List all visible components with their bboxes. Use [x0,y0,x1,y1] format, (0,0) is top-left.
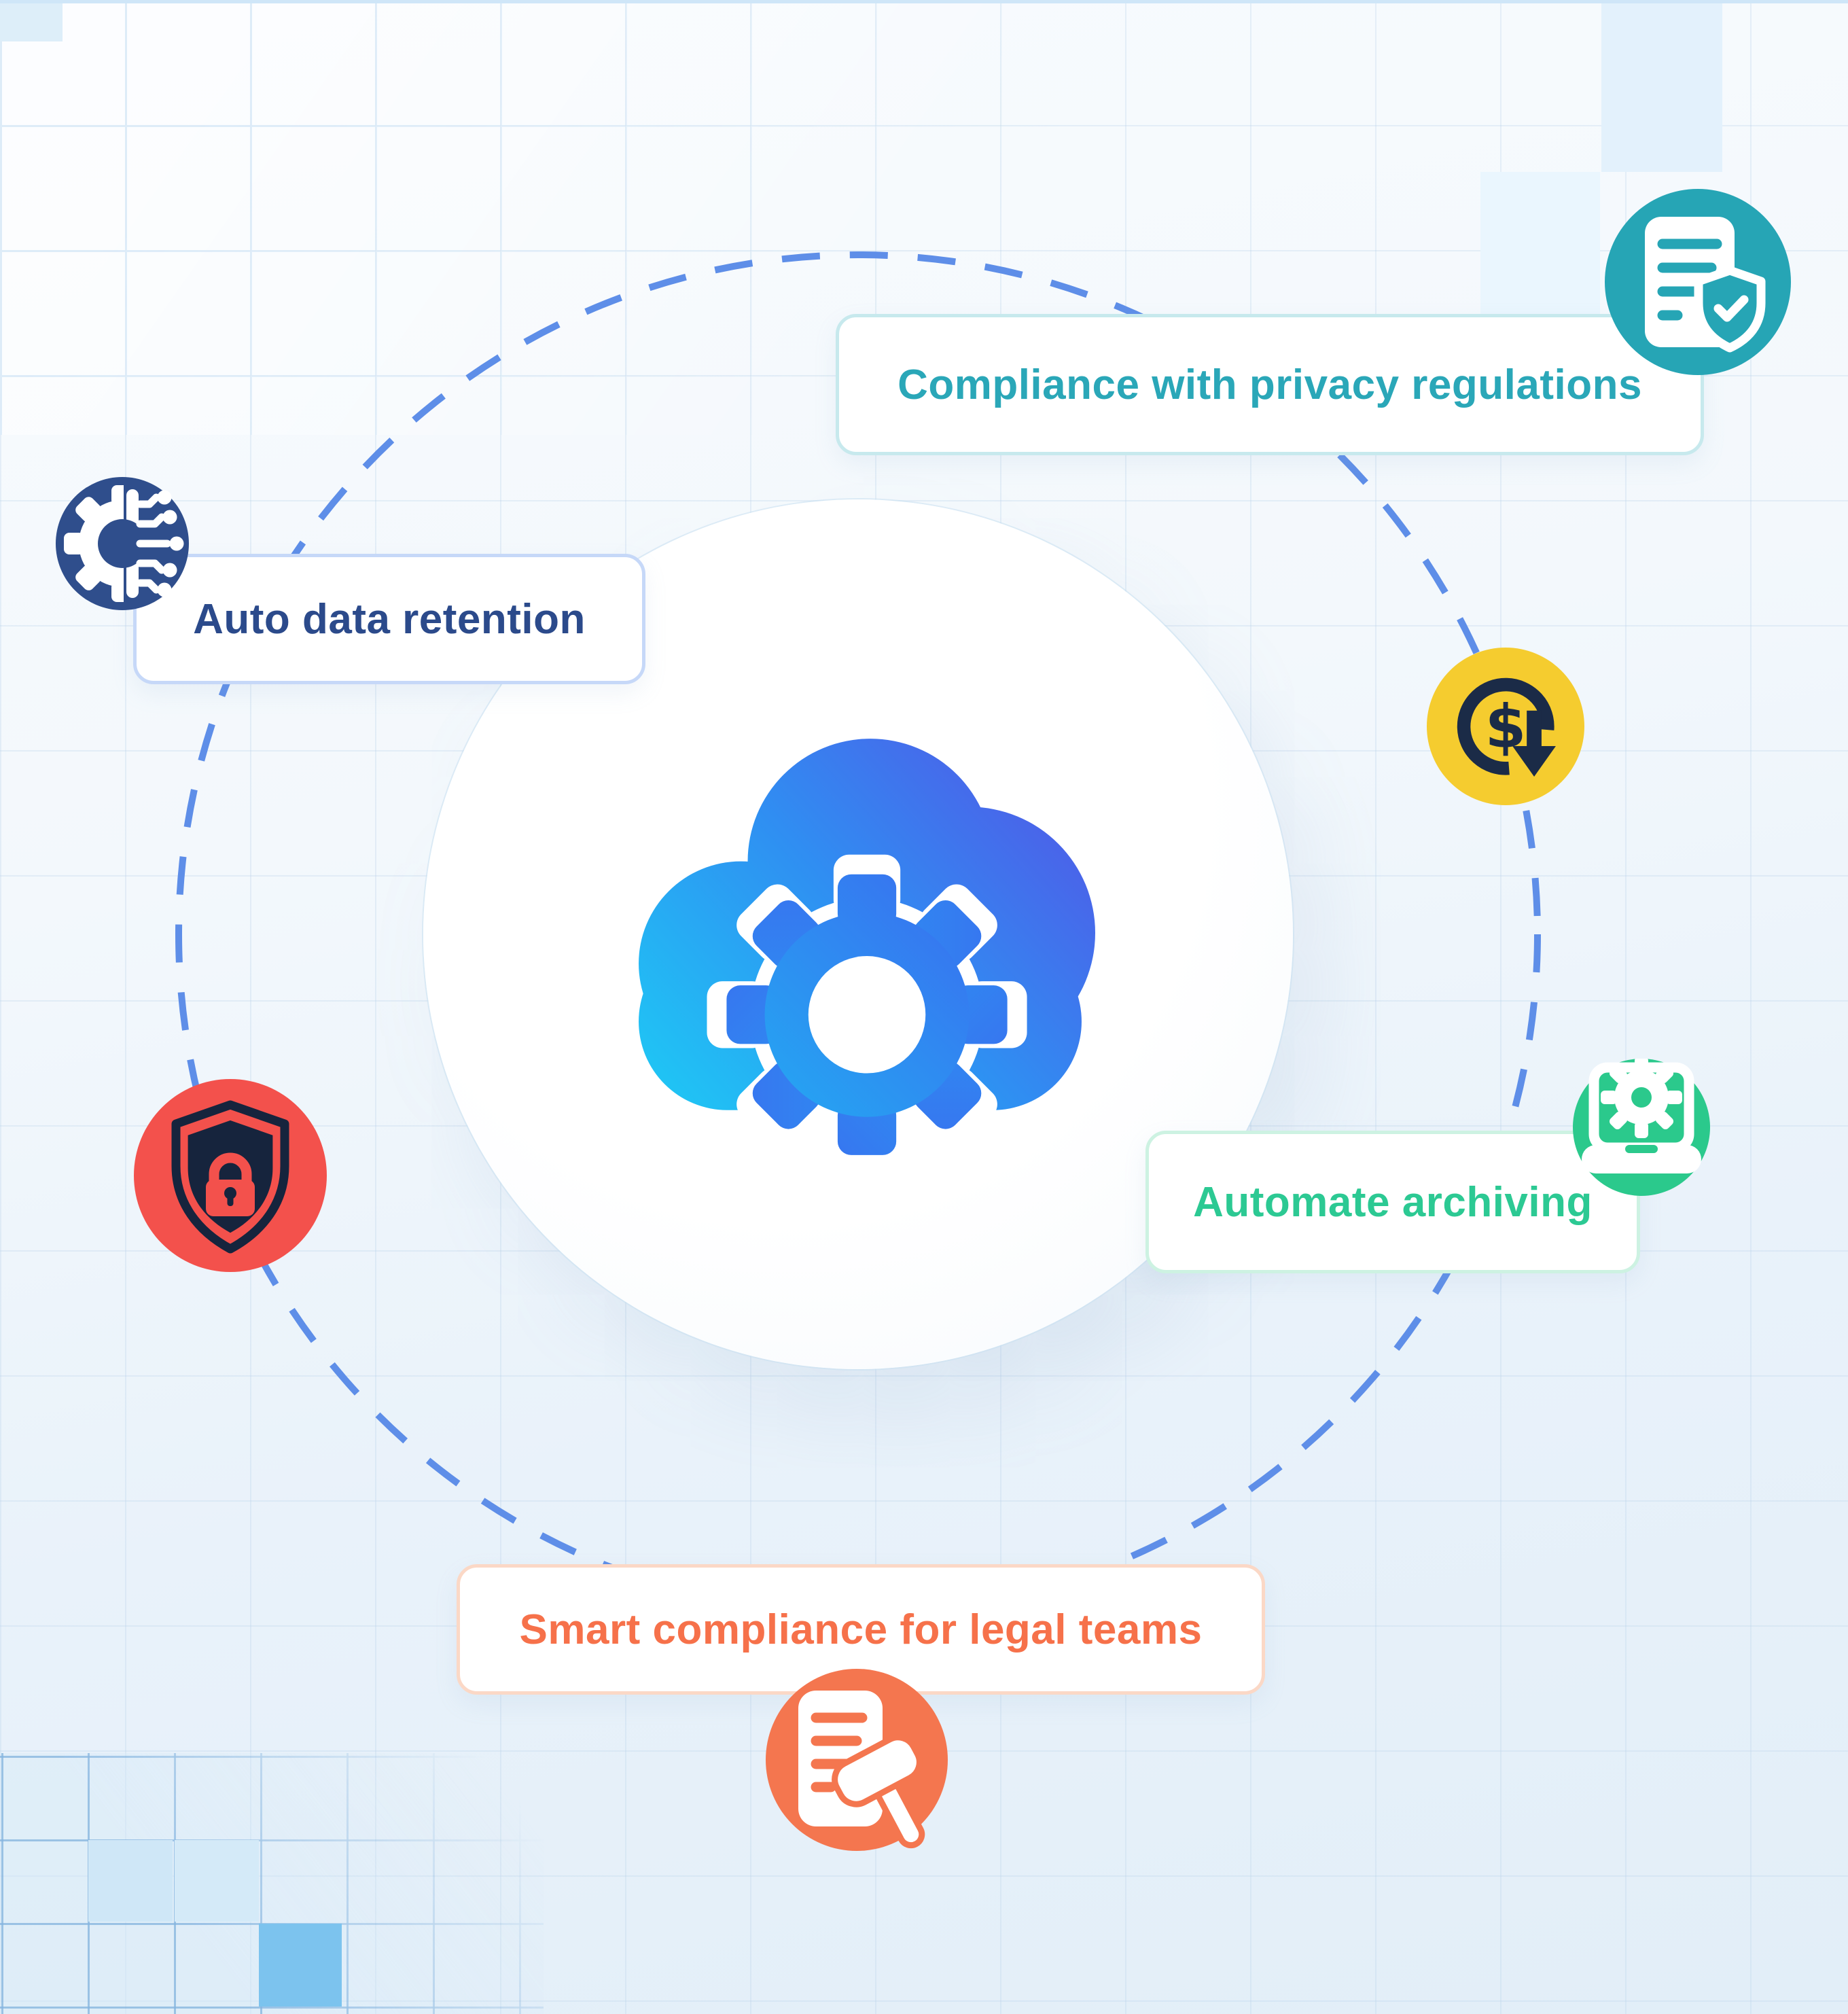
shield-lock-icon [134,1079,327,1272]
background-top-line [0,0,1848,3]
document-gavel-icon [766,1669,948,1851]
label-compliance: Compliance with privacy regulations [836,314,1704,455]
laptop-gear-icon [1573,1059,1710,1196]
grid-accent-cell [1480,172,1600,336]
label-auto-data-retention-text: Auto data retention [193,595,586,643]
grid-accent-cell [88,1840,173,1922]
grid-accent-cell [259,1924,342,2007]
gear-shape [707,854,1027,1175]
dollar-decrease-icon: $ [1427,648,1584,805]
label-auto-data-retention: Auto data retention [133,554,645,684]
label-automate-archiving-text: Automate archiving [1193,1178,1593,1226]
cloud-gear-icon [628,728,1096,1175]
label-smart-compliance-text: Smart compliance for legal teams [519,1606,1203,1653]
label-automate-archiving: Automate archiving [1145,1131,1640,1273]
label-compliance-text: Compliance with privacy regulations [898,361,1642,408]
document-shield-check-icon [1605,189,1791,375]
circuit-gear-icon [56,477,189,610]
grid-accent-cell [175,1840,259,1922]
grid-accent-cell [0,3,63,41]
grid-accent-cell [1601,3,1722,172]
